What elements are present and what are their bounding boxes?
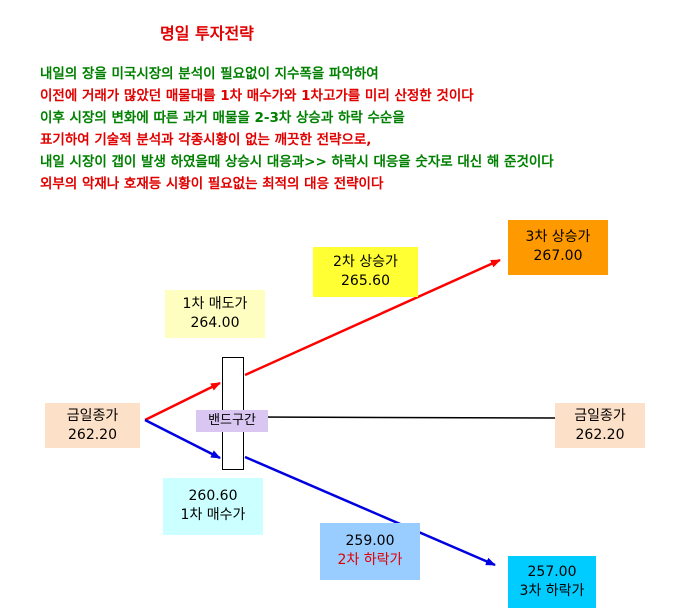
rise2-value: 265.60 (341, 273, 390, 289)
close-right-box: 금일종가 262.20 (555, 403, 645, 448)
band-label: 밴드구간 (196, 410, 268, 432)
rise3-value: 267.00 (533, 248, 583, 264)
intro-line-1: 내일의 장을 미국시장의 분석이 필요없이 지수폭을 파악하여 (40, 66, 379, 82)
page-title: 명일 투자전략 (160, 24, 254, 43)
flat-line (243, 416, 556, 419)
fall2-label: 2차 하락가 (337, 552, 403, 568)
buy1-value: 260.60 (188, 488, 238, 504)
close-right-label: 금일종가 (574, 408, 626, 424)
rise3-label: 3차 상승가 (525, 229, 591, 245)
sell1-box: 1차 매도가 264.00 (165, 290, 265, 338)
intro-line-2: 이전에 거래가 많았던 매물대를 1차 매수가와 1차고가를 미리 산정한 것이… (40, 88, 474, 104)
intro-line-4: 표기하여 기술적 분석과 각종시황이 없는 깨끗한 전략으로, (40, 132, 372, 148)
buy1-box: 260.60 1차 매수가 (163, 478, 263, 535)
buy1-label: 1차 매수가 (180, 507, 246, 523)
fall2-box: 259.00 2차 하락가 (320, 523, 420, 580)
up-arrow-1 (144, 381, 221, 422)
close-left-box: 금일종가 262.20 (45, 403, 140, 448)
intro-line-5: 내일 시장이 갭이 발생 하였을때 상승시 대응과>> 하락시 대응을 숫자로 … (40, 154, 554, 170)
rise2-box: 2차 상승가 265.60 (313, 247, 418, 297)
rise2-label: 2차 상승가 (333, 254, 398, 270)
intro-line-3: 이후 시장의 변화에 따른 과거 매물을 2-3차 상승과 하락 수순을 (40, 110, 405, 126)
down-arrow-1 (144, 418, 221, 460)
close-right-value: 262.20 (575, 427, 625, 443)
sell1-value: 264.00 (190, 315, 240, 331)
intro-line-6: 외부의 악재나 호재등 시황이 필요없는 최적의 대응 전략이다 (40, 176, 384, 192)
fall2-value: 259.00 (345, 533, 395, 549)
close-left-value: 262.20 (68, 427, 117, 443)
close-left-label: 금일종가 (66, 408, 119, 424)
up-arrow-2 (244, 258, 501, 377)
rise3-box: 3차 상승가 267.00 (508, 220, 608, 275)
fall3-value: 257.00 (527, 564, 577, 580)
down-arrow-2 (244, 455, 496, 567)
sell1-label: 1차 매도가 (182, 296, 248, 312)
fall3-label: 3차 하락가 (519, 583, 585, 599)
fall3-box: 257.00 3차 하락가 (508, 556, 596, 608)
